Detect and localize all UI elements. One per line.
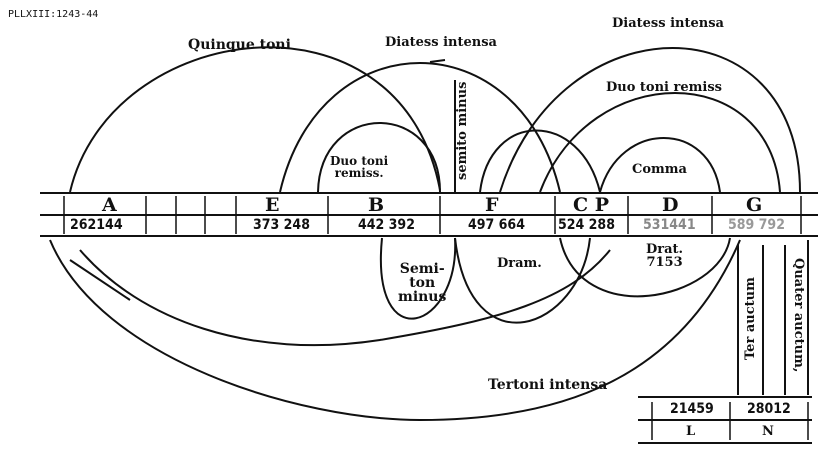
lower-letter: L — [686, 424, 696, 439]
label-duo-toni-remiss-top: Duo toni remiss — [606, 80, 722, 95]
label-quinque-toni: Quinque toni — [188, 37, 291, 53]
label-diatess-intensa-2: Diatess intensa — [612, 16, 724, 31]
reference-label: PLLXIII:1243-44 — [8, 9, 99, 20]
label-drat: Drat. 7153 — [646, 242, 684, 270]
label-diatess-intensa-1: Diatess intensa — [385, 35, 497, 50]
label-ter-auctum: Ter auctum — [743, 277, 758, 360]
label-dram: Dram. — [497, 256, 542, 271]
hatch — [69, 259, 131, 301]
note-value: 442 392 — [358, 217, 415, 233]
arc-dram-lower — [454, 237, 591, 324]
note-value: 262144 — [70, 217, 123, 233]
arc-quinque-toni — [69, 46, 441, 193]
label-quater-auctum: Quater auctum, — [791, 258, 806, 373]
note-value: 497 664 — [468, 217, 525, 233]
note-letter: G — [746, 194, 763, 216]
arc-dram-upper — [479, 129, 601, 193]
note-letter: E — [265, 194, 280, 216]
note-letter: F — [485, 194, 499, 216]
label-semiton-minus: Semi- ton minus — [398, 261, 447, 305]
lower-value: 28012 — [747, 401, 791, 417]
label-tertoni-intensa: Tertoni intensa — [488, 377, 608, 393]
arc-inner — [79, 249, 611, 347]
arc-diatess-intensa-2 — [499, 47, 801, 193]
arc-drat — [559, 237, 731, 298]
lower-value: 21459 — [670, 401, 714, 417]
note-letter: C P — [573, 194, 610, 216]
label-duo-toni-remiss: Duo toni remiss. — [330, 154, 389, 180]
note-value-row: 262144 373 248 442 392 497 664 524 288 5… — [40, 218, 818, 234]
arc-tertoni-intensa — [49, 239, 741, 422]
arc-duo-toni-remiss — [317, 122, 441, 193]
arc-diatess-intensa-1 — [279, 62, 561, 193]
note-letter-row: A E B F C P D G — [40, 195, 818, 215]
note-letter: B — [368, 194, 385, 216]
note-value: 531441 — [643, 217, 696, 233]
label-comma: Comma — [632, 162, 687, 177]
arrow — [429, 59, 446, 63]
note-value: 373 248 — [253, 217, 310, 233]
lower-letter: N — [762, 424, 774, 439]
note-letter: D — [662, 194, 679, 216]
arc-duo-toni-remiss-top — [539, 92, 781, 193]
note-value: 524 288 — [558, 217, 615, 233]
note-letter: A — [102, 194, 117, 216]
label-semito-minus: semito minus — [455, 81, 470, 180]
arc-semiton-minus — [379, 237, 457, 320]
arc-comma — [599, 137, 721, 193]
table-dividers — [63, 196, 802, 234]
note-value: 589 792 — [728, 217, 785, 233]
